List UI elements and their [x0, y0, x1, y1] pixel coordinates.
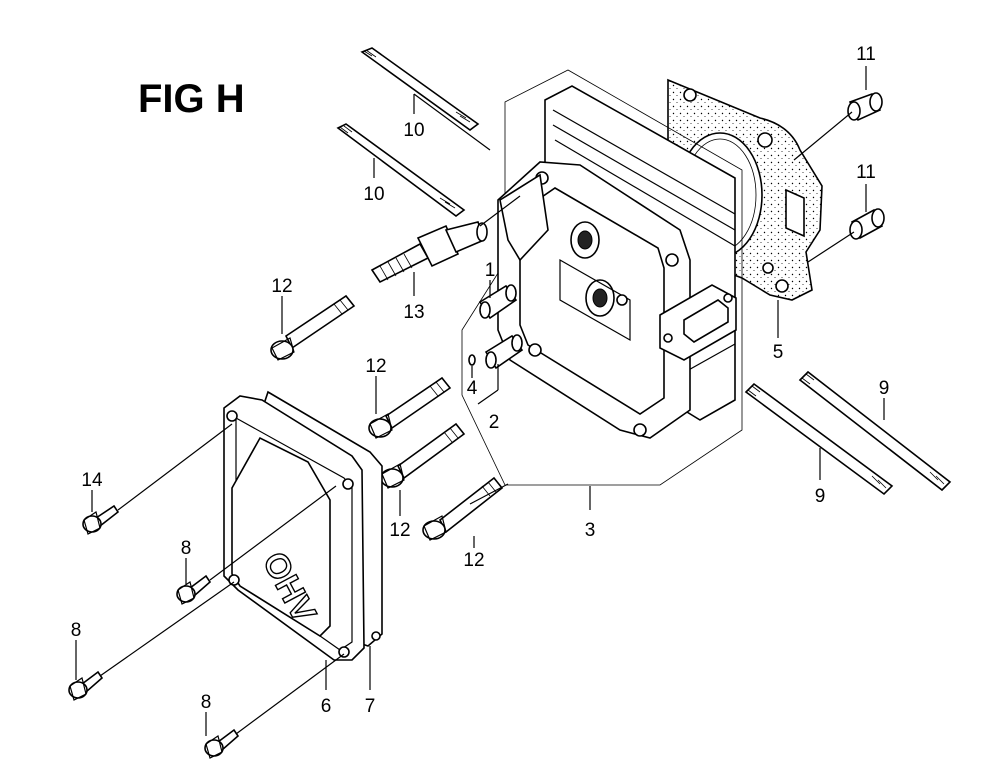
stud-bolt-upper	[360, 47, 480, 131]
callout-12-lower: 12	[389, 520, 410, 541]
callout-12-bottom: 12	[463, 550, 484, 571]
small-bolt-14	[82, 504, 120, 535]
stud-bolt-lower	[336, 123, 466, 217]
leader-lines	[75, 66, 885, 736]
callout-9-lower: 9	[815, 486, 826, 507]
figure-title: FIG H	[138, 77, 245, 121]
callout-10-lower: 10	[363, 184, 384, 205]
callout-labels: 11 11 10 10 12 13 1 4 2 5 12 9 9 14 12 3…	[71, 44, 890, 717]
spark-plug	[370, 221, 488, 284]
head-bolt-lower	[380, 422, 466, 489]
small-bolt-8-left	[68, 670, 104, 701]
callout-10-upper: 10	[403, 120, 424, 141]
head-bolt-middle	[368, 376, 452, 439]
head-bolt-top	[270, 294, 356, 361]
long-bolt-upper	[798, 370, 952, 492]
valve-guide-clip	[468, 354, 476, 366]
callout-1: 1	[485, 260, 496, 281]
callout-5: 5	[773, 342, 784, 363]
long-bolt-lower	[744, 382, 894, 496]
cylinder-head-assembly	[461, 69, 743, 486]
callout-12-middle: 12	[365, 356, 386, 377]
dowel-pin-lower	[849, 208, 885, 240]
valve-guide-upper	[478, 284, 518, 320]
callout-4: 4	[467, 378, 478, 399]
callout-6: 6	[321, 696, 332, 717]
callout-3: 3	[585, 520, 596, 541]
callout-8-upper: 8	[181, 538, 192, 559]
callout-12-top: 12	[271, 276, 292, 297]
head-cover: OHV	[223, 395, 381, 661]
callout-11-upper: 11	[856, 44, 876, 65]
callout-14: 14	[81, 470, 103, 491]
dowel-pin-upper	[847, 92, 883, 122]
callout-9-upper: 9	[879, 378, 890, 399]
callout-7: 7	[365, 696, 376, 717]
valve-guide-lower	[484, 334, 524, 370]
callout-11-lower: 11	[856, 162, 876, 183]
small-bolt-8-bottom	[204, 728, 240, 759]
small-bolt-8-upper	[176, 574, 212, 605]
callout-2: 2	[489, 412, 500, 433]
callout-13: 13	[403, 302, 424, 323]
callout-8-left: 8	[71, 620, 82, 641]
head-bolt-bottom	[422, 476, 504, 541]
callout-8-bottom: 8	[201, 692, 212, 713]
